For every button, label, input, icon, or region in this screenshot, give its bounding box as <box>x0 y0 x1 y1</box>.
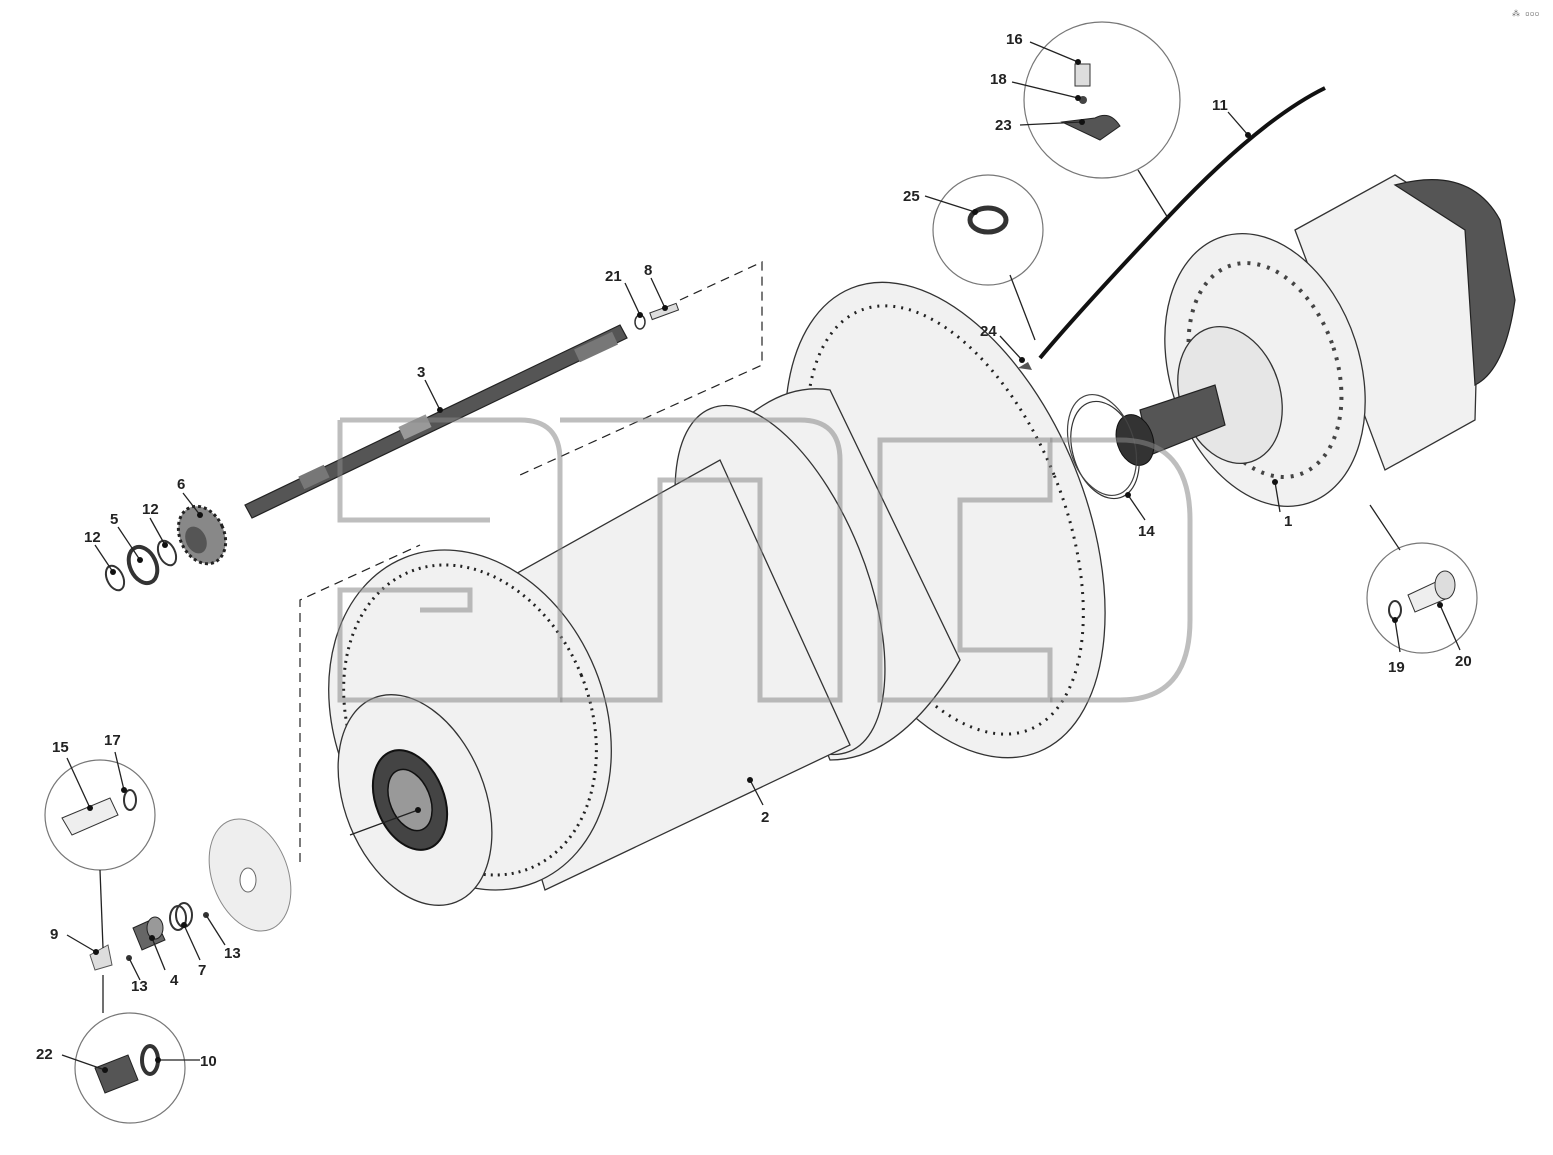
callout-labels: 1 2 3 4 5 6 7 8 9 10 11 12 12 13 13 14 1… <box>36 31 1472 1070</box>
part-disc-seal <box>208 818 292 932</box>
part-1-motor-unit <box>1070 174 1516 507</box>
callout-6: 6 <box>177 476 185 493</box>
part-7-springs <box>169 902 193 931</box>
part-24-fitting <box>1018 362 1032 370</box>
callout-9: 9 <box>50 926 58 943</box>
callout-10: 10 <box>200 1053 217 1070</box>
callout-23: 23 <box>995 117 1012 134</box>
callout-5: 5 <box>110 511 118 528</box>
detail-circle-10-22 <box>74 1012 186 1124</box>
callout-18: 18 <box>990 71 1007 88</box>
callout-12-upper: 12 <box>142 501 159 518</box>
part-11-cable <box>1038 86 1326 360</box>
callout-7: 7 <box>198 962 206 979</box>
detail-circle-15-17 <box>44 759 156 871</box>
callout-15: 15 <box>52 739 69 756</box>
detail-circle-19-20 <box>1366 542 1478 654</box>
callout-12-lower: 12 <box>84 529 101 546</box>
part-14-seal-ring <box>1066 393 1138 497</box>
callout-20: 20 <box>1455 653 1472 670</box>
corner-mark: ⁂ ▫▫▫ <box>1512 9 1539 18</box>
callout-11: 11 <box>1212 97 1228 114</box>
part-2-main-housing <box>328 281 1106 906</box>
watermark-logo <box>337 417 1193 703</box>
callout-16-top: 16 <box>1006 31 1023 48</box>
callout-1: 1 <box>1284 513 1292 530</box>
callout-21: 21 <box>605 268 622 285</box>
callout-25: 25 <box>903 188 920 205</box>
assembly-guide-lines <box>299 261 763 862</box>
callout-24: 24 <box>980 323 997 340</box>
detail-circle-16-18-23 <box>1023 21 1181 179</box>
callout-13-right: 13 <box>224 945 241 962</box>
part-5-washer <box>126 544 160 586</box>
callout-4: 4 <box>170 972 179 989</box>
callout-19: 19 <box>1388 659 1405 676</box>
callout-17: 17 <box>104 732 121 749</box>
callout-13-left: 13 <box>131 978 148 995</box>
callout-2: 2 <box>761 809 769 826</box>
part-4-bushing <box>132 916 166 951</box>
callout-8: 8 <box>644 262 652 279</box>
detail-circle-25 <box>932 174 1044 286</box>
callout-3: 3 <box>417 364 425 381</box>
callout-22: 22 <box>36 1046 53 1063</box>
part-6-gear <box>176 504 228 566</box>
part-9-plug <box>89 944 113 971</box>
leader-lines <box>61 41 1461 1073</box>
callout-14: 14 <box>1138 523 1155 540</box>
